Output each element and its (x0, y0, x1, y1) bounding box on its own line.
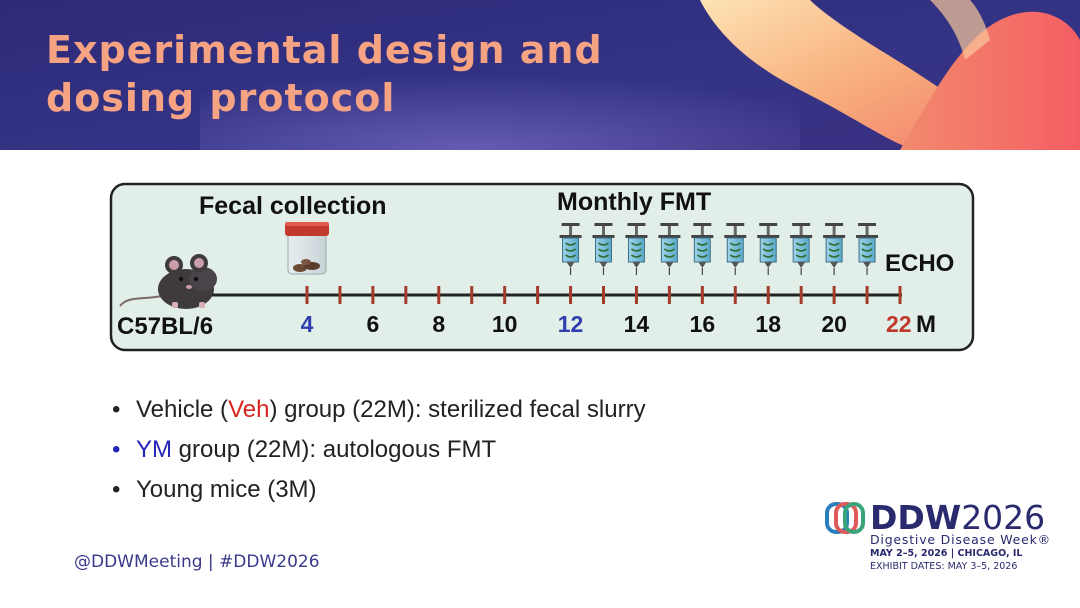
syringe-icon (592, 223, 615, 275)
footer-hashtags: @DDWMeeting | #DDW2026 (74, 552, 320, 572)
syringe-icon (823, 223, 846, 275)
tick-label: 18 (755, 311, 781, 337)
syringe-icon (724, 223, 747, 275)
strain-label: C57BL/6 (117, 313, 213, 340)
tick-label: 6 (366, 311, 379, 337)
syringe-icon (790, 223, 813, 275)
list-item-ym: • YM group (22M): autologous FMT (112, 430, 646, 470)
bullet-icon: • (112, 476, 121, 503)
tick-label: 20 (821, 311, 847, 337)
ddw-subtitle: Digestive Disease Week® (870, 532, 1051, 547)
ddw-exhibit-dates: EXHIBIT DATES: MAY 3–5, 2026 (870, 561, 1018, 572)
fecal-collection-label: Fecal collection (199, 192, 387, 220)
syringe-icon (757, 223, 780, 275)
syringe-icon (658, 223, 681, 275)
young-text: Young mice (3M) (136, 476, 317, 503)
tick-label: 14 (624, 311, 650, 337)
ddw-letters: DDW (870, 498, 962, 537)
fmt-syringes (559, 223, 879, 275)
vehicle-text-post: ) group (22M): sterilized fecal slurry (269, 396, 646, 423)
month-unit-label: M (916, 311, 936, 338)
header-background (0, 0, 1080, 150)
ddw-year: 2026 (961, 498, 1046, 537)
bullet-icon: • (112, 436, 121, 463)
timeline-ticks: 4 6 8 10 12 14 16 18 20 22 (301, 286, 912, 337)
mouse-icon (119, 254, 217, 309)
syringe-icon (691, 223, 714, 275)
header-banner: Experimental design and dosing protocol (0, 0, 1080, 150)
monthly-fmt-label: Monthly FMT (557, 188, 711, 216)
group-list: • Vehicle (Veh) group (22M): sterilized f… (112, 390, 646, 510)
veh-abbrev: Veh (228, 396, 270, 423)
ym-text: group (22M): autologous FMT (172, 436, 497, 463)
title-line-1: Experimental design and (46, 28, 603, 72)
ddw-dates: MAY 2–5, 2026 | CHICAGO, IL (870, 548, 1023, 559)
fecal-collection-jar-icon (285, 222, 329, 275)
tick-label: 4 (301, 311, 314, 337)
ddw-logo: DDW2026 Digestive Disease Week® MAY 2–5,… (824, 496, 1050, 586)
list-item-vehicle: • Vehicle (Veh) group (22M): sterilized f… (112, 390, 646, 430)
ym-abbrev: YM (136, 436, 172, 463)
page-title: Experimental design and dosing protocol (46, 26, 603, 122)
tick-label: 8 (432, 311, 445, 337)
syringe-icon (559, 223, 582, 275)
title-line-2: dosing protocol (46, 76, 396, 120)
tick-label: 22 (886, 311, 912, 337)
tick-label: 10 (492, 311, 518, 337)
syringe-icon (856, 223, 879, 275)
syringe-icon (625, 223, 648, 275)
ddw-logo-mark-icon (825, 502, 865, 534)
tick-label: 16 (690, 311, 716, 337)
vehicle-text-pre: Vehicle ( (136, 396, 229, 423)
ddw-wordmark: DDW2026 (870, 498, 1045, 538)
bullet-icon: • (112, 396, 121, 423)
list-item-young: • Young mice (3M) (112, 470, 646, 510)
echo-label: ECHO (885, 250, 954, 277)
tick-label: 12 (558, 311, 584, 337)
